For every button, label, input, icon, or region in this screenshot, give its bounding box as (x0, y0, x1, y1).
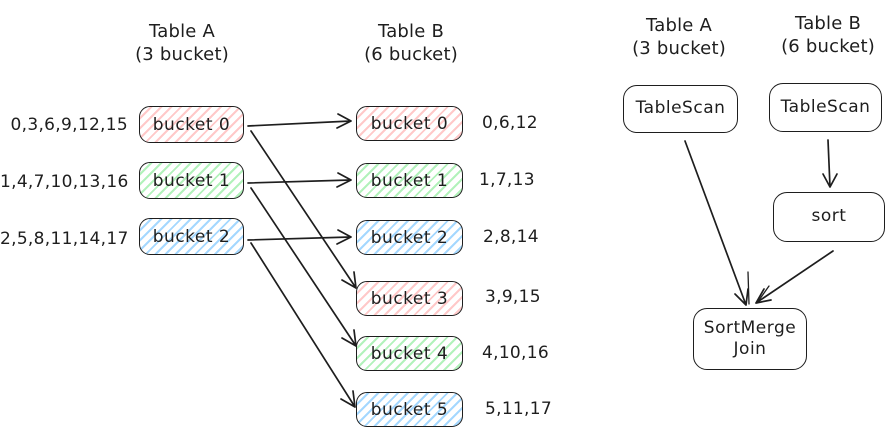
arrow-a2-to-b5 (250, 242, 356, 408)
bucket-b0-label: bucket 0 (370, 113, 449, 134)
bucket-b4-box: bucket 4 (356, 336, 463, 371)
table-a-title: Table A (149, 21, 215, 42)
sortmerge-join-node: SortMerge Join (693, 308, 807, 370)
bucket-b0-box: bucket 0 (356, 106, 463, 141)
table-b-title: Table B (377, 21, 445, 42)
arrow-a0-to-b0 (247, 113, 352, 129)
bucket-b0-values: 0,6,12 (482, 113, 538, 133)
plan-table-a-subtitle: (3 bucket) (632, 38, 726, 60)
bucket-a0-label: bucket 0 (152, 114, 231, 135)
plan-table-a-title: Table A (646, 15, 712, 36)
bucket-b1-label: bucket 1 (370, 170, 449, 191)
arrow-a1-to-b4 (250, 187, 357, 347)
bucket-b4-label: bucket 4 (370, 343, 449, 364)
table-a-heading: Table A (3 bucket) (126, 20, 238, 67)
plan-table-b-title: Table B (794, 13, 862, 34)
sketch-stroke (747, 271, 750, 305)
bucket-a1-values: 1,4,7,10,13,16 (0, 172, 129, 192)
bucket-b1-values: 1,7,13 (479, 170, 535, 190)
bucket-a1-label: bucket 1 (152, 170, 231, 191)
bucket-b5-values: 5,11,17 (485, 399, 552, 419)
bucket-b5-label: bucket 5 (370, 399, 449, 420)
arrow-scan-a-to-join (684, 140, 749, 306)
tablescan-a-node: TableScan (623, 85, 738, 133)
tablescan-b-label: TableScan (780, 96, 871, 117)
table-b-subtitle: (6 bucket) (364, 44, 458, 66)
sort-label: sort (811, 206, 847, 227)
sketch-stroke (756, 285, 770, 304)
bucket-a2-label: bucket 2 (152, 226, 231, 247)
bucket-b2-values: 2,8,14 (483, 227, 539, 247)
sort-node: sort (773, 192, 885, 242)
arrow-scan-b-to-sort (822, 139, 838, 188)
arrow-a1-to-b1 (247, 172, 352, 188)
tablescan-a-label: TableScan (635, 98, 726, 119)
table-a-subtitle: (3 bucket) (135, 44, 229, 66)
plan-table-a-heading: Table A (3 bucket) (618, 14, 740, 61)
bucket-b4-values: 4,10,16 (482, 343, 549, 363)
bucket-b3-values: 3,9,15 (485, 287, 541, 307)
bucket-b3-label: bucket 3 (370, 288, 449, 309)
sortmerge-join-label-line1: SortMerge (703, 317, 797, 338)
table-b-heading: Table B (6 bucket) (355, 20, 467, 67)
bucket-b3-box: bucket 3 (356, 281, 463, 316)
arrow-a0-to-b3 (250, 130, 357, 289)
tablescan-b-node: TableScan (769, 83, 882, 132)
bucket-b2-label: bucket 2 (370, 227, 449, 248)
arrow-sort-to-join (755, 250, 834, 304)
bucket-a2-values: 2,5,8,11,14,17 (0, 229, 129, 249)
bucket-b2-box: bucket 2 (356, 220, 463, 255)
bucket-b5-box: bucket 5 (356, 392, 463, 427)
plan-table-b-heading: Table B (6 bucket) (768, 12, 888, 59)
bucket-a0-box: bucket 0 (139, 106, 244, 143)
bucket-a2-box: bucket 2 (139, 218, 244, 255)
arrow-a2-to-b2 (247, 229, 352, 245)
plan-table-b-subtitle: (6 bucket) (781, 36, 875, 58)
bucket-b1-box: bucket 1 (356, 163, 463, 198)
bucket-a1-box: bucket 1 (139, 162, 244, 199)
bucket-a0-values: 0,3,6,9,12,15 (10, 115, 128, 135)
sortmerge-join-label-line2: Join (733, 339, 767, 359)
